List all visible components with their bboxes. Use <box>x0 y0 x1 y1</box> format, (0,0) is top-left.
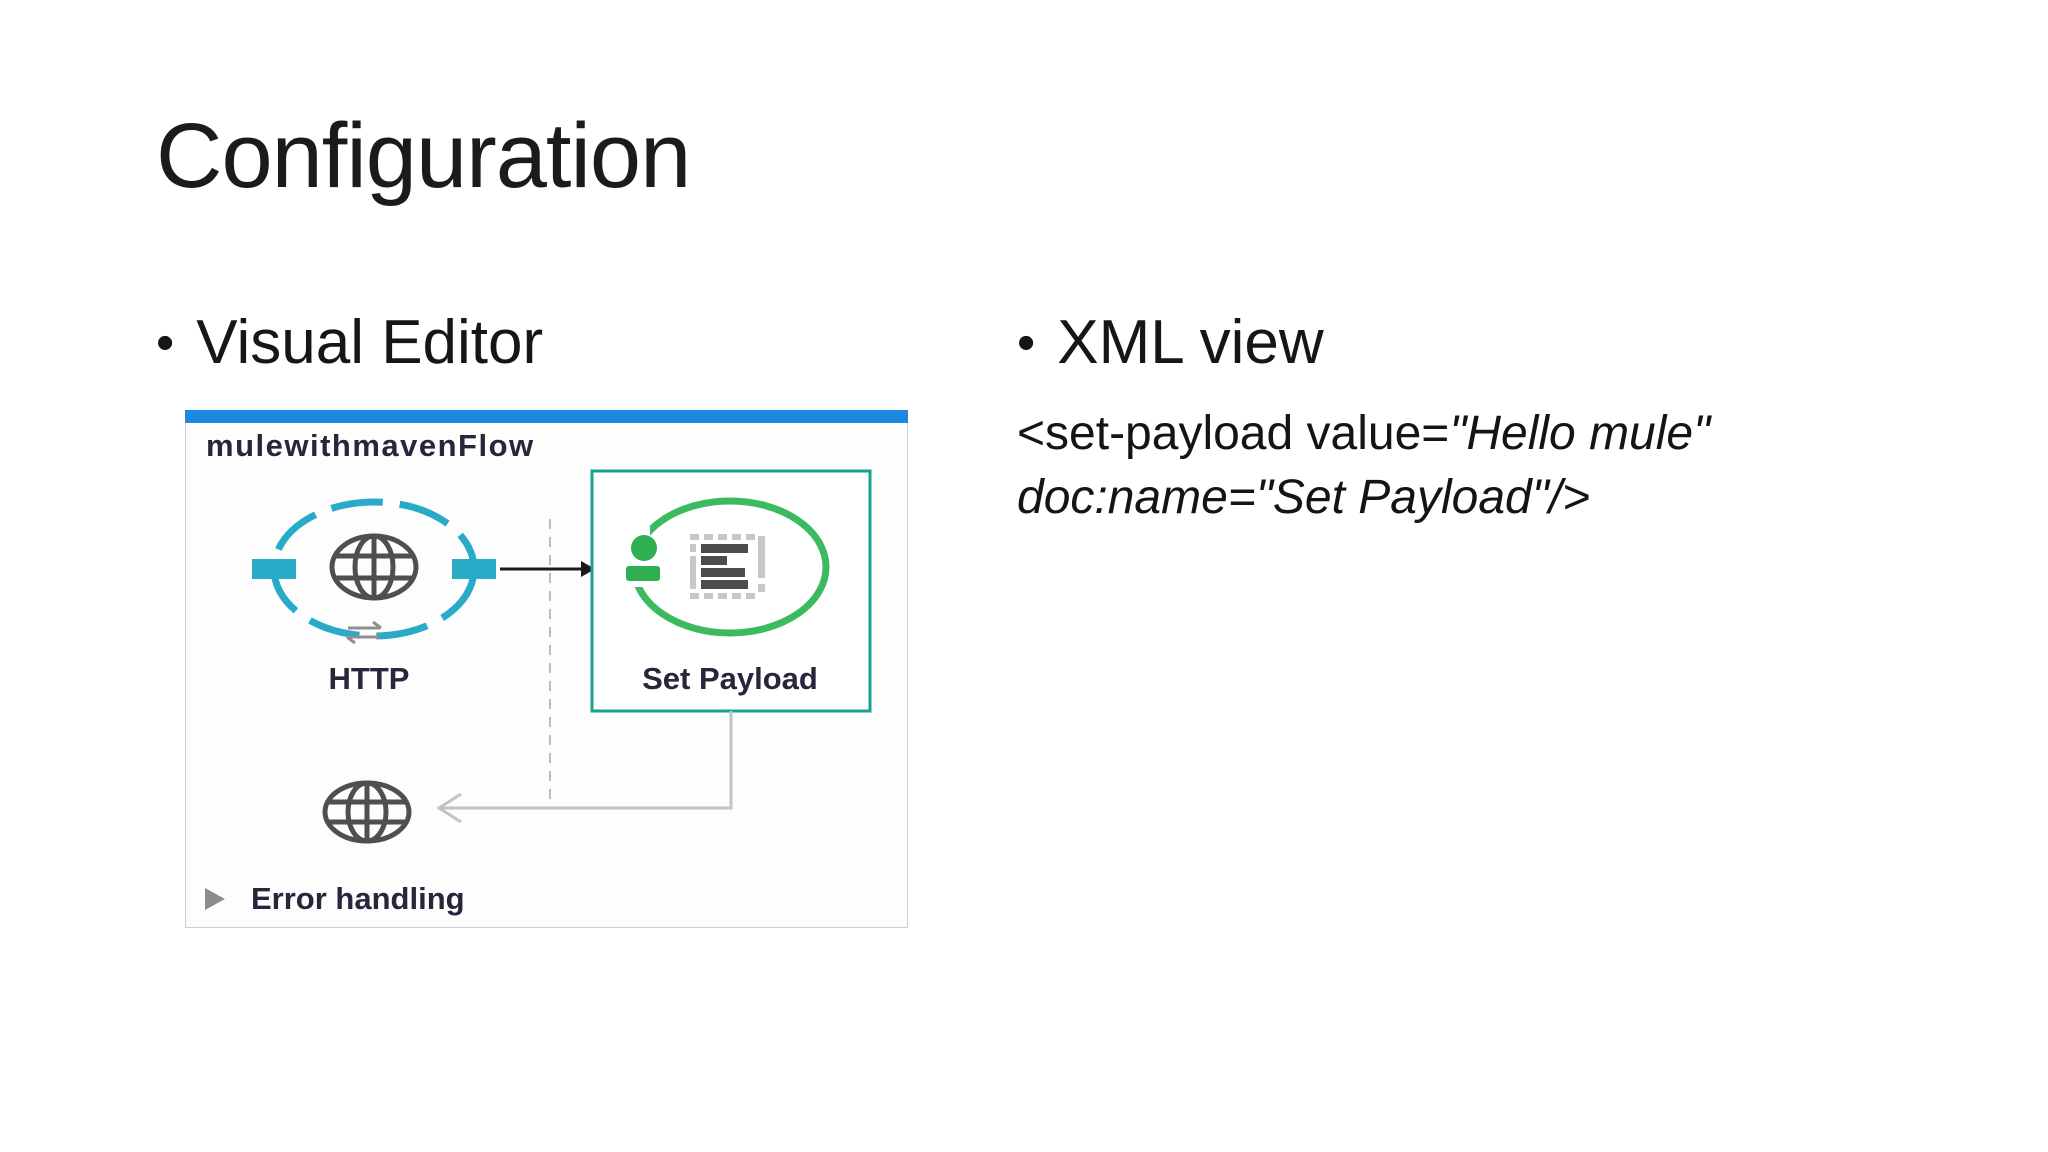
flow-header-bar <box>185 410 908 423</box>
http-label: HTTP <box>329 661 410 696</box>
http-globe-icon <box>329 533 419 601</box>
bullet-icon: • <box>156 314 175 372</box>
xml-view-bullet-row: • XML view <box>1017 312 1324 374</box>
flow-name-label: mulewithmavenFlow <box>206 428 535 463</box>
flow-editor-canvas: mulewithmavenFlow <box>185 410 908 928</box>
payload-list-icon <box>690 534 765 599</box>
collapse-triangle-icon <box>205 888 225 910</box>
xml-code-plain: <set-payload value= <box>1017 407 1450 460</box>
http-listener-component[interactable]: HTTP <box>252 498 496 696</box>
exchange-arrows-icon <box>346 620 382 645</box>
response-globe-icon <box>322 780 412 844</box>
http-right-port-icon <box>452 559 496 579</box>
set-payload-label: Set Payload <box>642 661 818 696</box>
error-handling-section[interactable]: Error handling <box>205 881 465 916</box>
bullet-icon: • <box>1017 314 1036 372</box>
return-arrow <box>436 711 733 824</box>
error-handling-label: Error handling <box>251 881 465 916</box>
xml-code-block: <set-payload value="Hello mule" doc:name… <box>1017 402 1710 530</box>
visual-editor-bullet-row: • Visual Editor <box>156 312 543 374</box>
page-title: Configuration <box>156 105 691 207</box>
xml-code-value: "Hello mule" <box>1449 407 1711 460</box>
xml-code-line-2: doc:name="Set Payload"/> <box>1017 471 1591 524</box>
set-payload-component[interactable]: Set Payload <box>590 469 872 713</box>
flow-arrow <box>500 561 595 577</box>
input-dot-icon <box>631 535 657 561</box>
xml-code-line-1: <set-payload value="Hello mule" <box>1017 402 1710 466</box>
input-bar-icon <box>626 566 660 581</box>
http-left-port-icon <box>252 559 296 579</box>
xml-view-heading: XML view <box>1057 308 1324 377</box>
visual-editor-heading: Visual Editor <box>196 308 544 377</box>
